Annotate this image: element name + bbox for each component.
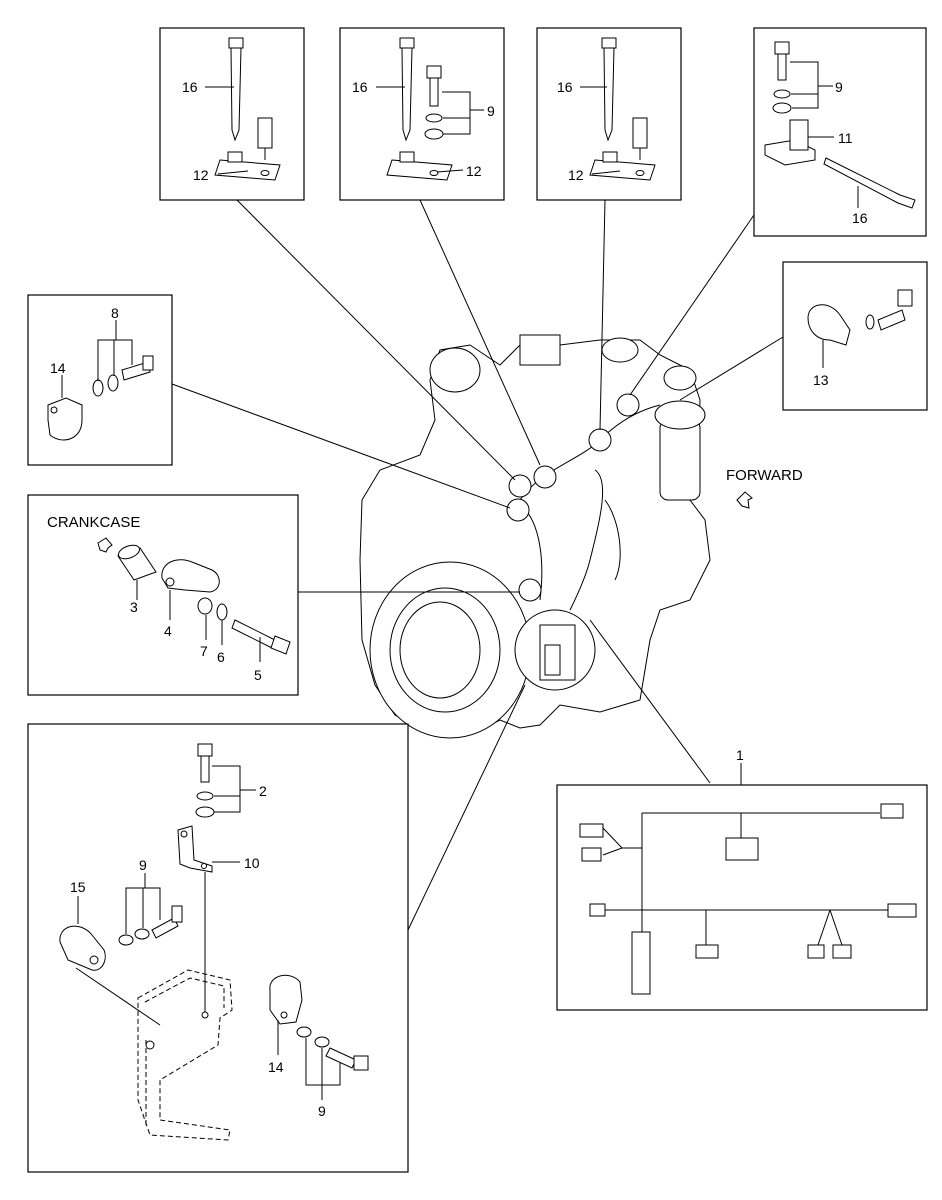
callout-5: 5 — [254, 667, 262, 683]
washer-icon — [772, 89, 792, 114]
bolt-icon — [151, 905, 183, 939]
engine-illustration — [359, 334, 711, 739]
callout-15: 15 — [70, 879, 86, 895]
spacer-icon — [632, 117, 648, 160]
bracket-icon — [177, 825, 213, 873]
callout-10: 10 — [244, 855, 260, 871]
callout-6: 6 — [217, 649, 225, 665]
crankcase-label: CRANKCASE — [47, 514, 140, 531]
bolt-icon — [121, 355, 154, 381]
callout-9: 9 — [318, 1103, 326, 1119]
bracket-icon — [137, 969, 233, 1141]
cable-tie-icon — [399, 37, 415, 142]
cable-tie-icon — [823, 157, 916, 209]
forward-arrow-icon — [97, 537, 113, 553]
clip-icon — [47, 397, 83, 441]
callout-1: 1 — [736, 747, 744, 763]
clip-icon — [59, 925, 106, 971]
washer-icon — [296, 1026, 330, 1048]
spacer-icon — [257, 117, 273, 160]
washer-icon — [118, 928, 150, 946]
callout-12: 12 — [193, 167, 209, 183]
inset-box-cable-tie-1: 16 12 — [159, 27, 305, 201]
bolt-icon — [197, 743, 213, 783]
callout-16: 16 — [557, 79, 573, 95]
callout-14: 14 — [268, 1059, 284, 1075]
callout-8: 8 — [111, 305, 119, 321]
inset-box-cable-tie-3: 16 12 — [536, 27, 682, 201]
forward-label: FORWARD — [726, 467, 803, 484]
clip-icon — [807, 304, 851, 346]
callout-16: 16 — [182, 79, 198, 95]
washer-icon — [865, 314, 875, 330]
bolt-icon — [325, 1047, 369, 1071]
inset-box-clamp-13: 13 — [782, 261, 928, 411]
clip-icon — [269, 974, 303, 1025]
spacer-icon — [117, 544, 157, 581]
bolt-icon — [774, 41, 790, 81]
callout-2: 2 — [259, 783, 267, 799]
callout-3: 3 — [130, 599, 138, 615]
inset-box-bracket-tie: 9 11 16 — [753, 27, 927, 237]
cable-tie-icon — [601, 37, 617, 142]
washer-icon — [92, 374, 119, 397]
inset-box-crankcase: CRANKCASE 3 4 7 6 5 — [27, 494, 299, 696]
callout-13: 13 — [813, 372, 829, 388]
clip-icon — [589, 151, 656, 181]
callout-9: 9 — [835, 79, 843, 95]
callout-11: 11 — [838, 130, 853, 146]
inset-box-bracket-assembly: 2 10 9 15 — [27, 723, 409, 1173]
wiring-harness-schematic: 1 — [556, 747, 928, 1011]
callout-9: 9 — [487, 103, 495, 119]
bolt-icon — [426, 65, 442, 107]
callout-12: 12 — [466, 163, 482, 179]
callout-16: 16 — [852, 210, 868, 226]
callout-9: 9 — [139, 857, 147, 873]
callout-7: 7 — [200, 643, 208, 659]
washer-icon — [197, 597, 228, 621]
callout-14: 14 — [50, 360, 66, 376]
clip-icon — [214, 151, 281, 181]
inset-box-cable-tie-2: 16 9 12 — [339, 27, 505, 201]
forward-arrow-icon — [736, 491, 753, 509]
bracket-icon — [764, 119, 816, 166]
cable-tie-icon — [228, 37, 244, 142]
bolt-icon — [877, 289, 913, 331]
callout-12: 12 — [568, 167, 584, 183]
bolt-icon — [231, 619, 291, 655]
callout-4: 4 — [164, 623, 172, 639]
clip-icon — [386, 151, 453, 181]
callout-16: 16 — [352, 79, 368, 95]
inset-box-clamp-8: 8 14 — [27, 294, 173, 466]
clip-icon — [161, 559, 220, 593]
leader-lines — [171, 199, 784, 931]
